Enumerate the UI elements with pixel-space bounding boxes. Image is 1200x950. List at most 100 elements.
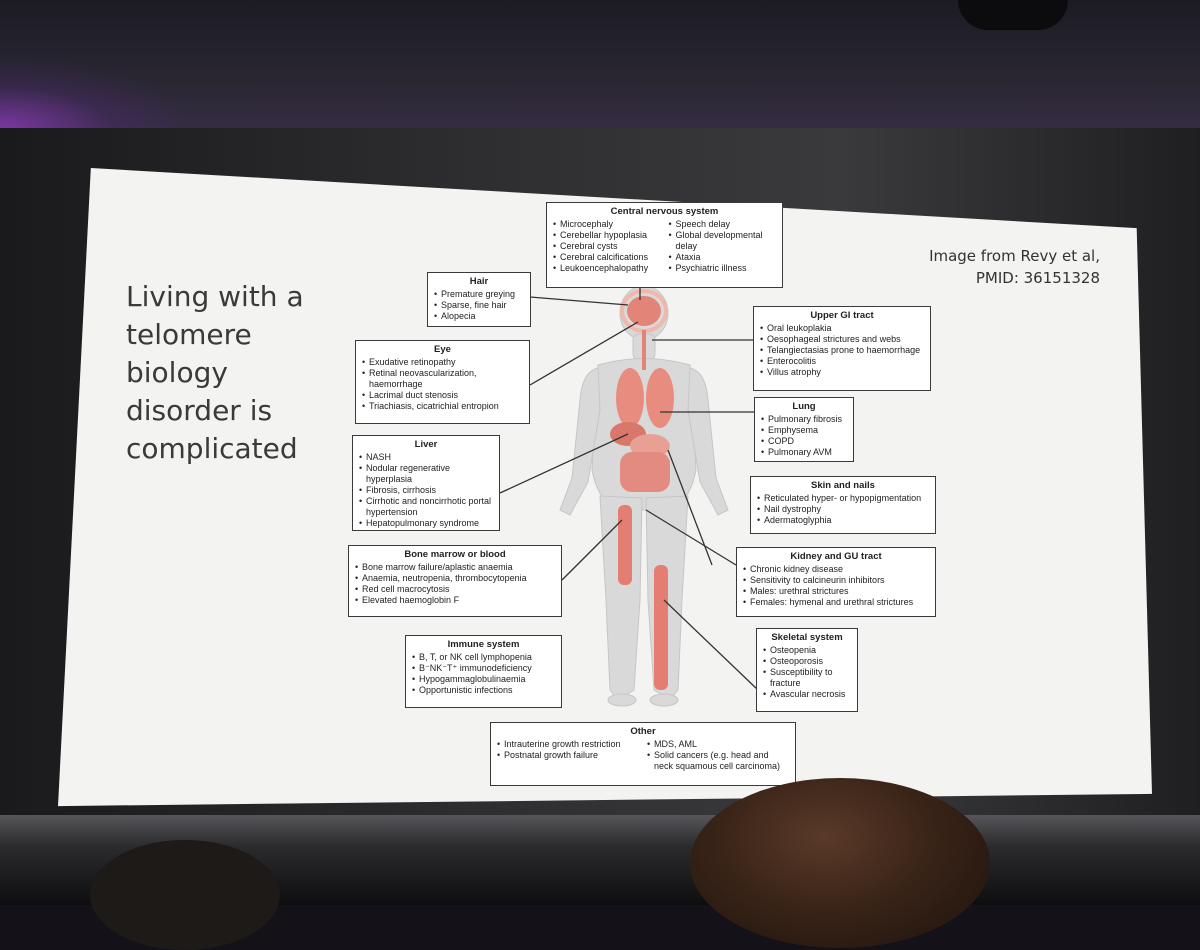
box-title: Liver	[414, 439, 438, 450]
cns-box: Central nervous system Microcephaly Cere…	[546, 202, 783, 288]
audience-head-right	[690, 778, 990, 948]
box-title: Skeletal system	[771, 632, 843, 643]
list-item: Enterocolitis	[760, 356, 924, 367]
list-item: Fibrosis, cirrhosis	[359, 485, 493, 496]
list-item: Premature greying	[434, 289, 524, 300]
list-item: Villus atrophy	[760, 367, 924, 378]
list-item: Solid cancers (e.g. head and neck squamo…	[647, 750, 789, 772]
list-item: Susceptibility to fracture	[763, 667, 851, 689]
list-item: Sparse, fine hair	[434, 300, 524, 311]
credit-line: Image from Revy et al,	[929, 247, 1100, 265]
list-item: Bone marrow failure/aplastic anaemia	[355, 562, 555, 573]
brain-organ	[627, 296, 661, 326]
box-title: Hair	[469, 276, 489, 287]
list-item: Hypogammaglobulinaemia	[412, 674, 555, 685]
list-item: Sensitivity to calcineurin inhibitors	[743, 575, 929, 586]
list-item: Telangiectasias prone to haemorrhage	[760, 345, 924, 356]
spinal-cord	[642, 330, 646, 370]
list-item: Retinal neovascularization, haemorrhage	[362, 368, 523, 390]
lung-box: Lung Pulmonary fibrosis Emphysema COPD P…	[754, 397, 854, 462]
femur-bone	[618, 505, 632, 585]
skeletal-connector	[663, 599, 759, 691]
organ-illustrations	[610, 289, 674, 690]
list-item: Cerebellar hypoplasia	[553, 230, 661, 241]
image-credit: Image from Revy et al, PMID: 36151328	[900, 245, 1100, 289]
list-item: Leukoencephalopathy	[553, 263, 661, 274]
box-title: Other	[630, 726, 656, 737]
left-lung-organ	[616, 368, 644, 428]
eye-box: Eye Exudative retinopathy Retinal neovas…	[355, 340, 530, 424]
list-item: Anaemia, neutropenia, thrombocytopenia	[355, 573, 555, 584]
list-item: B⁻NK⁻T⁺ immunodeficiency	[412, 663, 555, 674]
list-item: Triachiasis, cicatrichial entropion	[362, 401, 523, 412]
hair-connector	[529, 296, 629, 306]
list-item: Oesophageal strictures and webs	[760, 334, 924, 345]
hair-box: Hair Premature greying Sparse, fine hair…	[427, 272, 531, 327]
box-title: Upper GI tract	[810, 310, 874, 321]
slide-title-line: telomere	[126, 318, 252, 351]
credit-line: PMID: 36151328	[975, 269, 1100, 287]
list-item: Global developmental delay	[669, 230, 777, 252]
liver-connector	[499, 433, 629, 494]
list-item: Postnatal growth failure	[497, 750, 639, 761]
list-item: Females: hymenal and urethral strictures	[743, 597, 929, 608]
skin-nails-box: Skin and nails Reticulated hyper- or hyp…	[750, 476, 936, 534]
marrow-connector	[561, 519, 623, 581]
ceiling-projector	[958, 0, 1068, 30]
list-item: Microcephaly	[553, 219, 661, 230]
list-item: Chronic kidney disease	[743, 564, 929, 575]
list-item: Osteoporosis	[763, 656, 851, 667]
list-item: Adermatoglyphia	[757, 515, 929, 526]
intestine-organ	[620, 452, 670, 492]
list-item: B, T, or NK cell lymphopenia	[412, 652, 555, 663]
list-item: NASH	[359, 452, 493, 463]
box-title: Lung	[792, 401, 816, 412]
list-item: Nail dystrophy	[757, 504, 929, 515]
right-lung-organ	[646, 368, 674, 428]
list-item: Hepatopulmonary syndrome	[359, 518, 493, 529]
box-title: Eye	[434, 344, 451, 355]
bone-marrow-box: Bone marrow or blood Bone marrow failure…	[348, 545, 562, 617]
list-item: COPD	[761, 436, 847, 447]
list-item: Osteopenia	[763, 645, 851, 656]
other-box: Other Intrauterine growth restriction Po…	[490, 722, 796, 786]
list-item: Reticulated hyper- or hypopigmentation	[757, 493, 929, 504]
list-item: Exudative retinopathy	[362, 357, 523, 368]
list-item: Emphysema	[761, 425, 847, 436]
eye-connector	[529, 321, 639, 386]
list-item: Intrauterine growth restriction	[497, 739, 639, 750]
list-item: Oral leukoplakia	[760, 323, 924, 334]
tibia-bone	[654, 565, 668, 690]
slide-title-line: disorder is	[126, 394, 273, 427]
liver-box: Liver NASH Nodular regenerative hyperpla…	[352, 435, 500, 531]
connector-lines	[499, 287, 759, 691]
list-item: MDS, AML	[647, 739, 789, 750]
list-item: Ataxia	[669, 252, 777, 263]
box-title: Kidney and GU tract	[790, 551, 882, 562]
list-item: Cerebral cysts	[553, 241, 661, 252]
list-item: Psychiatric illness	[669, 263, 777, 274]
list-item: Elevated haemoglobin F	[355, 595, 555, 606]
list-item: Red cell macrocytosis	[355, 584, 555, 595]
list-item: Pulmonary AVM	[761, 447, 847, 458]
kidney-gu-box: Kidney and GU tract Chronic kidney disea…	[736, 547, 936, 617]
slide-title-line: Living with a	[126, 280, 304, 313]
slide-title: Living with a telomere biology disorder …	[126, 278, 346, 468]
list-item: Opportunistic infections	[412, 685, 555, 696]
list-item: Alopecia	[434, 311, 524, 322]
box-title: Immune system	[447, 639, 520, 650]
body-figure-diagram	[499, 285, 759, 707]
list-item: Cirrhotic and noncirrhotic portal hypert…	[359, 496, 493, 518]
kidney-connector-2	[645, 509, 737, 566]
list-item: Avascular necrosis	[763, 689, 851, 700]
upper-gi-box: Upper GI tract Oral leukoplakia Oesophag…	[753, 306, 931, 391]
list-item: Nodular regenerative hyperplasia	[359, 463, 493, 485]
list-item: Speech delay	[669, 219, 777, 230]
list-item: Pulmonary fibrosis	[761, 414, 847, 425]
audience-head-left	[90, 840, 280, 950]
skeletal-system-box: Skeletal system Osteopenia Osteoporosis …	[756, 628, 858, 712]
box-title: Central nervous system	[610, 206, 719, 217]
list-item: Cerebral calcifications	[553, 252, 661, 263]
slide-title-line: biology	[126, 356, 228, 389]
slide-title-line: complicated	[126, 432, 298, 465]
